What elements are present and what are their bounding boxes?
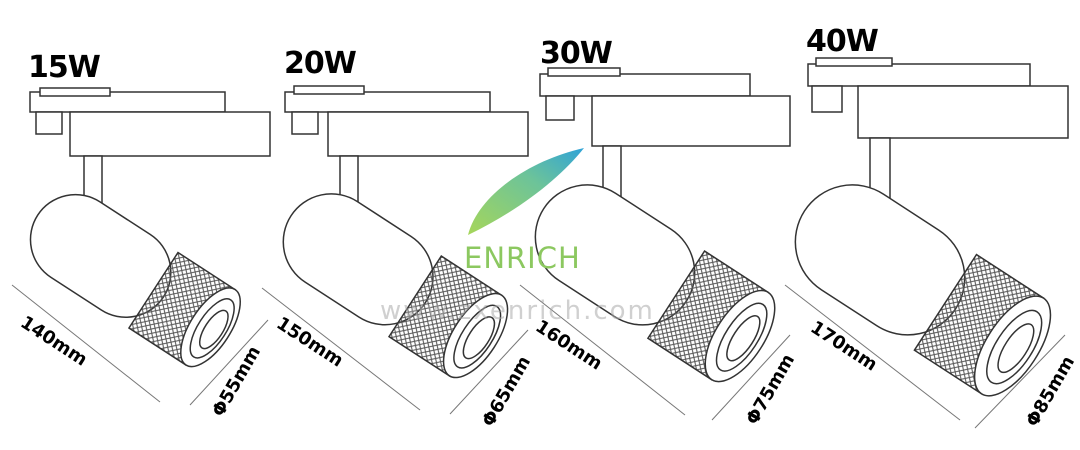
- track-light-20w-drawing: [261, 85, 529, 415]
- wattage-label-20w: 20W: [284, 46, 357, 81]
- wattage-label-30w: 30W: [540, 36, 613, 71]
- track-light-15w-drawing: [11, 87, 271, 406]
- track-light-30w-drawing: [519, 67, 791, 421]
- website-watermark: www.zxenrich.com: [380, 296, 655, 326]
- wattage-label-40w: 40W: [806, 24, 879, 59]
- brand-name: ENRICH: [464, 241, 581, 275]
- wattage-label-15w: 15W: [28, 50, 101, 85]
- track-light-40w-drawing: [784, 57, 1069, 429]
- leaf-logo-icon: [468, 148, 584, 235]
